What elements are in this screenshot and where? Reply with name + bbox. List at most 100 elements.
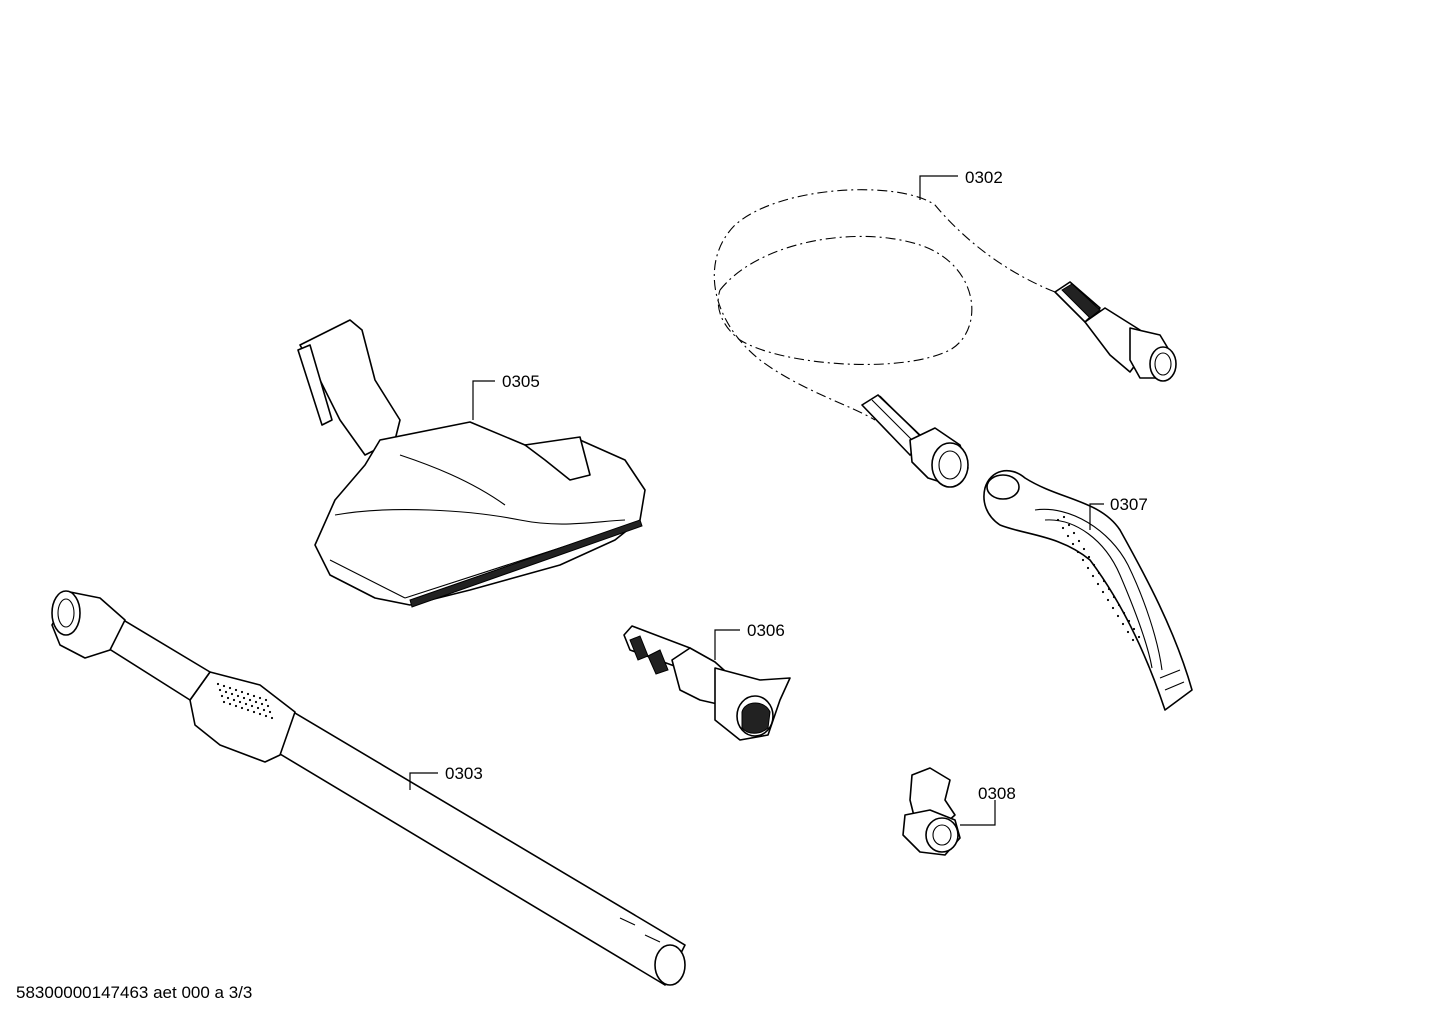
grip-dot <box>1132 627 1136 631</box>
grip-dot <box>1061 526 1065 530</box>
tube-grip-section <box>189 671 296 763</box>
part-label-0302: 0302 <box>965 168 1003 187</box>
grip-dot <box>226 696 230 700</box>
grip-dot <box>1137 635 1141 639</box>
drawing-reference-number: 58300000147463 aet 000 a 3/3 <box>16 983 253 1002</box>
leader-0308 <box>960 800 996 826</box>
grip-dot <box>220 694 224 698</box>
leader-0302 <box>919 175 958 200</box>
leader-0305 <box>472 380 495 420</box>
part-label-0308: 0308 <box>978 784 1016 803</box>
grip-dot <box>256 706 260 710</box>
grip-dot <box>1062 515 1066 519</box>
grip-dot <box>238 700 242 704</box>
grip-dot <box>1126 630 1130 634</box>
grip-dot <box>1111 606 1115 610</box>
grip-dot <box>1112 595 1116 599</box>
hose-end-fitting-lower <box>861 394 969 488</box>
grip-dot <box>264 714 268 718</box>
grip-dot <box>232 698 236 702</box>
grip-dot <box>246 692 250 696</box>
part-label-0306: 0306 <box>747 621 785 640</box>
handle-body <box>983 469 1193 711</box>
grip-dot <box>222 684 226 688</box>
grip-dot <box>240 706 244 710</box>
grip-dot <box>252 694 256 698</box>
grip-dot <box>1056 518 1060 522</box>
tube-grip-texture <box>216 682 274 720</box>
tube-lower-section <box>264 709 686 986</box>
grip-dot <box>250 704 254 708</box>
leader-0306 <box>714 629 740 660</box>
grip-dot <box>234 688 238 692</box>
grip-dot <box>1131 638 1135 642</box>
grip-dot <box>228 702 232 706</box>
hose-loop-outer <box>713 189 1056 421</box>
grip-dot <box>236 694 240 698</box>
grip-dot <box>244 702 248 706</box>
grip-dot <box>1092 563 1096 567</box>
grip-dot <box>1076 550 1080 554</box>
grip-dot <box>1077 539 1081 543</box>
grip-dot <box>264 698 268 702</box>
grip-dot <box>270 716 274 720</box>
grip-dot <box>1087 555 1091 559</box>
handle-part <box>983 469 1193 711</box>
hose-part <box>713 189 1177 488</box>
grip-dot <box>224 690 228 694</box>
grip-dot <box>228 686 232 690</box>
hose-loop-inner <box>717 235 973 366</box>
grip-dot <box>240 690 244 694</box>
grip-dot <box>258 696 262 700</box>
grip-dot <box>1082 547 1086 551</box>
part-label-0307: 0307 <box>1110 495 1148 514</box>
leader-0307 <box>1089 503 1104 530</box>
grip-dot <box>1101 590 1105 594</box>
grip-dot <box>1117 603 1121 607</box>
grip-dot <box>1066 534 1070 538</box>
grip-dot <box>222 700 226 704</box>
grip-dot <box>248 698 252 702</box>
clip-part <box>902 767 961 856</box>
grip-dot <box>234 704 238 708</box>
grip-dot <box>1071 542 1075 546</box>
grip-dot <box>1096 582 1100 586</box>
hose-end-fitting-upper <box>1054 281 1177 382</box>
grip-dot <box>1091 574 1095 578</box>
grip-dot <box>254 700 258 704</box>
grip-dot <box>246 708 250 712</box>
floor-nozzle-part <box>297 319 646 608</box>
nozzle-neck <box>299 319 401 456</box>
grip-dot <box>242 696 246 700</box>
grip-dot <box>1081 558 1085 562</box>
grip-dot <box>1127 619 1131 623</box>
grip-dot <box>1122 611 1126 615</box>
handle-grip-texture <box>1056 515 1141 642</box>
part-label-0303: 0303 <box>445 764 483 783</box>
grip-dot <box>1067 523 1071 527</box>
grip-dot <box>1106 598 1110 602</box>
grip-dot <box>216 682 220 686</box>
grip-dot <box>1086 566 1090 570</box>
grip-dot <box>1102 579 1106 583</box>
grip-dot <box>258 712 262 716</box>
grip-dot <box>260 702 264 706</box>
grip-dot <box>252 710 256 714</box>
grip-dot <box>230 692 234 696</box>
grip-dot <box>268 710 272 714</box>
grip-dot <box>1116 614 1120 618</box>
telescopic-tube-part <box>51 590 686 986</box>
part-label-0305: 0305 <box>502 372 540 391</box>
grip-dot <box>1097 571 1101 575</box>
nozzle-bristles <box>409 519 643 608</box>
grip-dot <box>218 688 222 692</box>
grip-dot <box>1107 587 1111 591</box>
grip-dot <box>266 704 270 708</box>
brush-nozzle-part <box>623 625 791 741</box>
grip-dot <box>262 708 266 712</box>
grip-dot <box>1121 622 1125 626</box>
leader-0303 <box>409 772 438 790</box>
grip-dot <box>1072 531 1076 535</box>
